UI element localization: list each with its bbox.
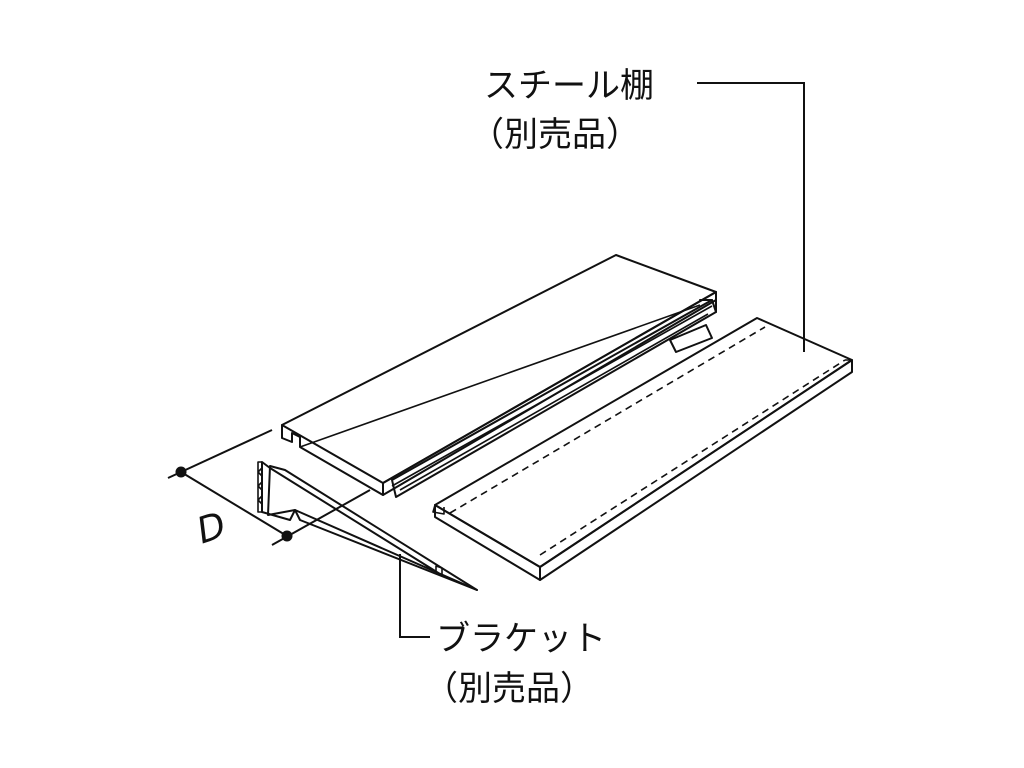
- dimension-endpoint-bottom: [281, 530, 293, 542]
- depth-label: D: [192, 505, 231, 553]
- bracket-label: ブラケット: [436, 619, 606, 659]
- steel-shelf-top: [432, 317, 853, 581]
- bracket-callout: ブラケット （別売品）: [399, 554, 606, 709]
- dimension-endpoint-top: [175, 466, 187, 478]
- steel-shelf-note: （別売品）: [470, 115, 640, 155]
- steel-shelf-callout: スチール棚 （別売品）: [470, 66, 805, 352]
- steel-shelf-label: スチール棚: [484, 66, 654, 106]
- steel-shelf-underside: [281, 254, 717, 498]
- bracket: [257, 461, 478, 591]
- bracket-note: （別売品）: [424, 669, 594, 709]
